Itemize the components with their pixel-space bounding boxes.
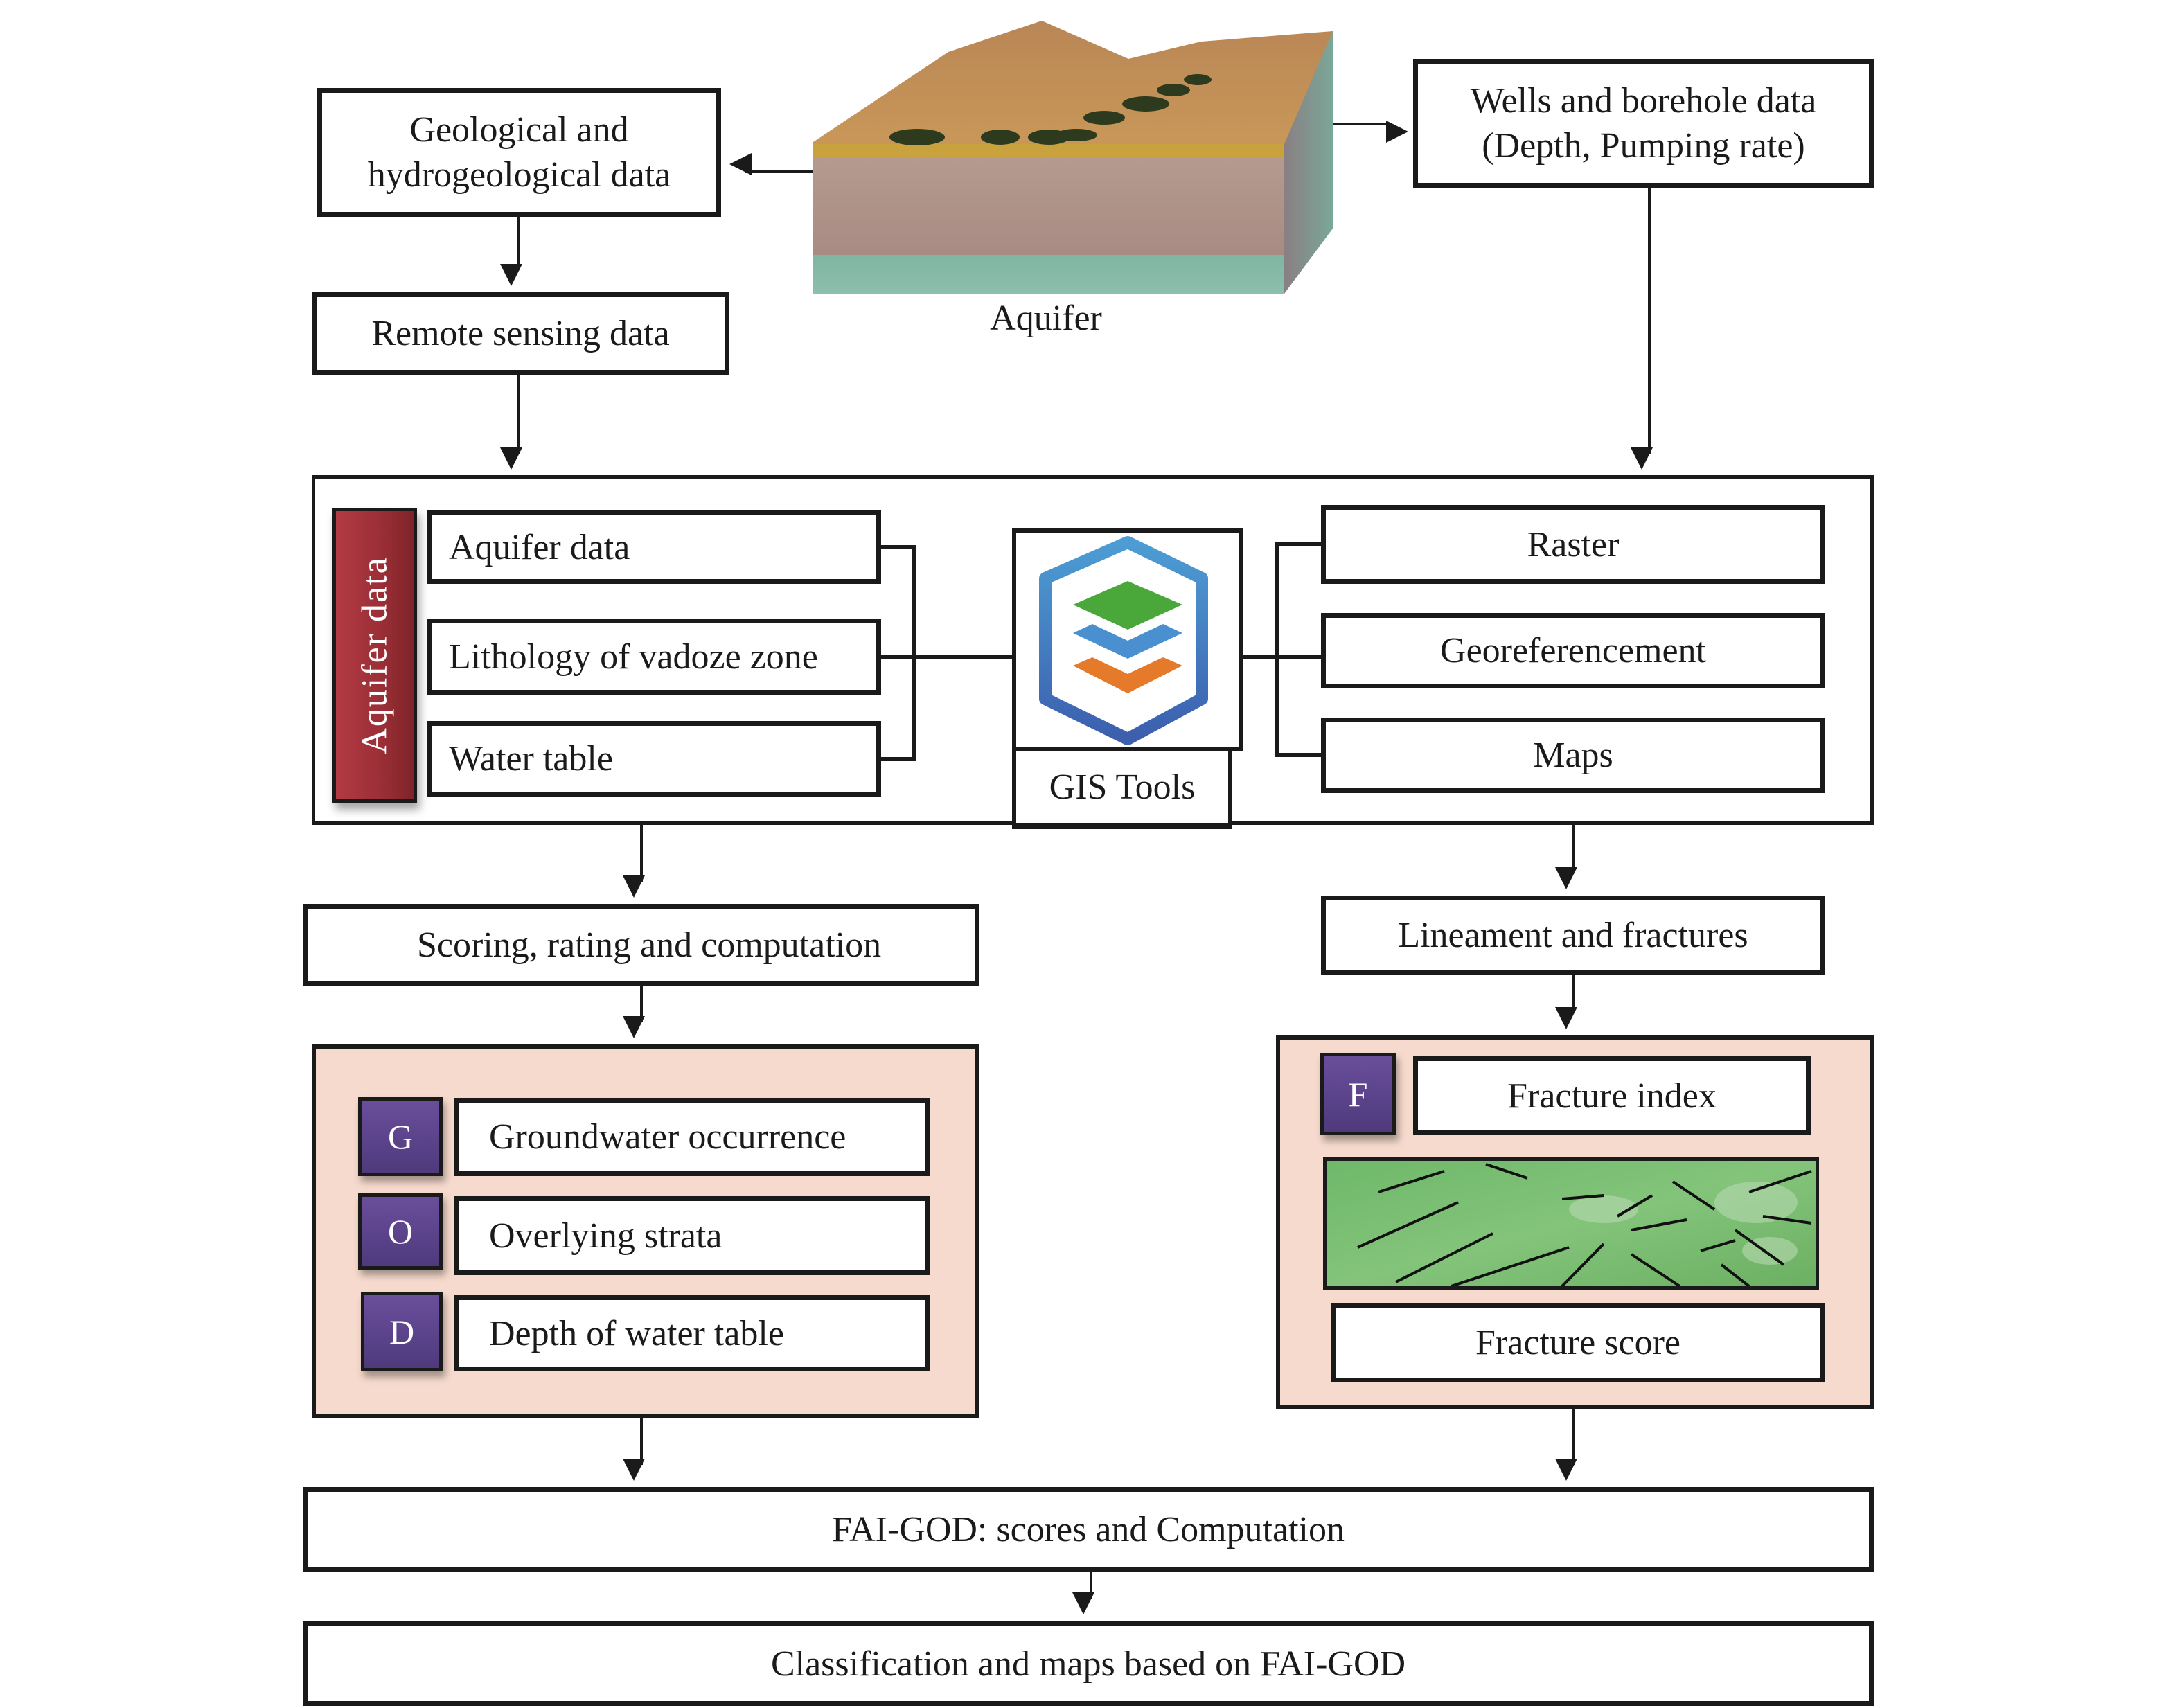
gis-layers-icon	[1039, 536, 1208, 745]
gis-layer-green	[1073, 581, 1182, 630]
fracture-score-label: Fracture score	[1475, 1323, 1680, 1362]
geological-line1: Geological and	[409, 110, 629, 150]
god-item-label: Overlying strata	[489, 1216, 722, 1256]
lineament-label: Lineament and fractures	[1398, 915, 1748, 955]
scoring-label: Scoring, rating and computation	[417, 925, 882, 965]
badge-letter: O	[387, 1212, 414, 1251]
fracture-index-label: Fracture index	[1507, 1076, 1717, 1116]
aquifer-caption: Aquifer	[990, 299, 1102, 338]
aquifer-data-sidebar: Aquifer data	[332, 508, 417, 803]
wells-borehole-box[interactable]: Wells and borehole data (Depth, Pumping …	[1413, 59, 1874, 188]
god-badge-d: D	[361, 1292, 443, 1371]
gis-output-raster[interactable]: Raster	[1321, 505, 1825, 584]
wells-line1: Wells and borehole data	[1470, 81, 1817, 121]
geological-data-box[interactable]: Geological and hydrogeological data	[317, 88, 721, 217]
lineament-map-icon	[1327, 1161, 1816, 1286]
gis-tools-icon-box[interactable]	[1012, 528, 1243, 751]
lineament-map-image	[1323, 1157, 1819, 1290]
aquifer-item-label: Aquifer data	[449, 527, 630, 567]
aquifer-item-aquifer-data[interactable]: Aquifer data	[427, 510, 881, 584]
aquifer-item-water-table[interactable]: Water table	[427, 721, 881, 797]
gis-output-label: Raster	[1527, 524, 1620, 564]
aquifer-item-label: Lithology of vadoze zone	[449, 637, 818, 677]
gis-output-maps[interactable]: Maps	[1321, 718, 1825, 793]
fracture-index-box[interactable]: Fracture index	[1413, 1056, 1811, 1135]
god-item-label: Depth of water table	[489, 1313, 784, 1353]
gis-output-label: Georeferencement	[1440, 631, 1706, 670]
fracture-score-box[interactable]: Fracture score	[1331, 1303, 1825, 1382]
aquifer-item-label: Water table	[449, 739, 613, 779]
aquifer-data-sidebar-label: Aquifer data	[355, 556, 395, 754]
fai-god-box[interactable]: FAI-GOD: scores and Computation	[303, 1487, 1874, 1572]
god-item-depth[interactable]: Depth of water table	[454, 1295, 930, 1371]
remote-sensing-label: Remote sensing data	[371, 314, 670, 353]
gis-output-georeferencement[interactable]: Georeferencement	[1321, 613, 1825, 688]
fracture-badge-f: F	[1320, 1053, 1396, 1135]
aquifer-item-lithology[interactable]: Lithology of vadoze zone	[427, 619, 881, 695]
scoring-box[interactable]: Scoring, rating and computation	[303, 904, 979, 986]
classification-label: Classification and maps based on FAI-GOD	[770, 1644, 1406, 1684]
gis-tools-label: GIS Tools	[1049, 767, 1196, 807]
classification-box[interactable]: Classification and maps based on FAI-GOD	[303, 1621, 1874, 1706]
god-item-overlying[interactable]: Overlying strata	[454, 1196, 930, 1275]
badge-letter: G	[387, 1117, 414, 1156]
wells-line2: (Depth, Pumping rate)	[1482, 126, 1805, 166]
remote-sensing-box[interactable]: Remote sensing data	[312, 292, 729, 375]
gis-layer-blue	[1073, 624, 1182, 659]
gis-output-label: Maps	[1533, 736, 1613, 775]
badge-letter: D	[389, 1312, 415, 1351]
lineament-box[interactable]: Lineament and fractures	[1321, 896, 1825, 975]
god-item-groundwater[interactable]: Groundwater occurrence	[454, 1098, 930, 1176]
god-badge-o: O	[358, 1193, 443, 1270]
god-item-label: Groundwater occurrence	[489, 1117, 846, 1157]
badge-letter: F	[1348, 1074, 1368, 1114]
gis-tools-label-box[interactable]: GIS Tools	[1012, 747, 1232, 829]
god-badge-g: G	[358, 1097, 443, 1176]
aquifer-block-icon	[813, 21, 1333, 294]
gis-layer-orange	[1073, 657, 1182, 693]
fai-god-label: FAI-GOD: scores and Computation	[832, 1510, 1345, 1549]
aquifer-illustration	[813, 21, 1333, 294]
geological-line2: hydrogeological data	[367, 155, 671, 195]
